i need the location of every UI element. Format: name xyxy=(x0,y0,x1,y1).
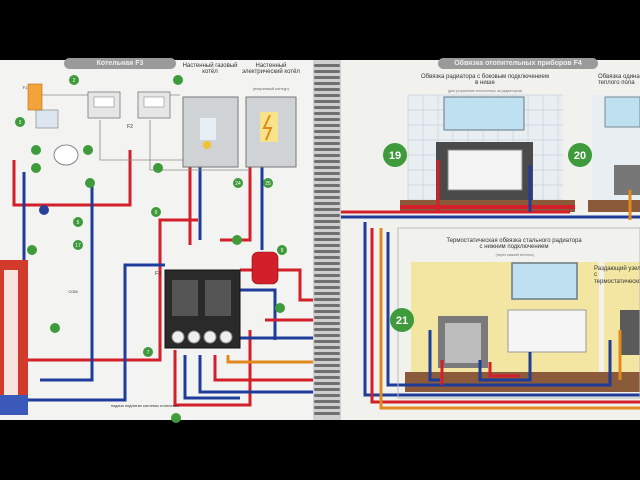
binding-ring xyxy=(314,238,340,241)
binding-ring xyxy=(314,88,340,91)
callout-6: 6 xyxy=(155,210,158,216)
binding-ring xyxy=(314,388,340,391)
binding-ring xyxy=(314,118,340,121)
spiral-binding xyxy=(313,60,341,420)
binding-ring xyxy=(314,358,340,361)
binding-ring xyxy=(314,142,340,145)
binding-ring xyxy=(314,202,340,205)
binding-ring xyxy=(314,208,340,211)
electric-boiler-title: Настенный электрический котёл xyxy=(242,63,300,76)
binding-ring xyxy=(314,124,340,127)
scene-number-19: 19 xyxy=(389,150,401,162)
binding-ring xyxy=(314,178,340,181)
binding-ring xyxy=(314,310,340,313)
left-page xyxy=(0,60,318,423)
binding-ring xyxy=(314,292,340,295)
callout-25: 25 xyxy=(265,181,271,187)
binding-ring xyxy=(314,82,340,85)
binding-ring xyxy=(314,286,340,289)
right-page xyxy=(341,60,640,420)
scene-22-title: Раздающий узел с термостатической xyxy=(594,266,640,285)
binding-ring xyxy=(314,346,340,349)
binding-ring xyxy=(314,160,340,163)
binding-ring xyxy=(314,256,340,259)
binding-ring xyxy=(314,304,340,307)
binding-ring xyxy=(314,400,340,403)
binding-ring xyxy=(314,250,340,253)
callout-5: 5 xyxy=(77,220,80,226)
binding-ring xyxy=(314,352,340,355)
binding-ring xyxy=(314,298,340,301)
right-page-header: Обвязка отопительных приборов F4 xyxy=(438,58,598,69)
scene-21-note: (через нижний вентиль) xyxy=(495,253,535,257)
binding-ring xyxy=(314,220,340,223)
scene-19-note: (для устранения теплопотерь за радиаторо… xyxy=(447,89,523,93)
scene-badge-21: 21 xyxy=(390,308,414,332)
binding-ring xyxy=(314,226,340,229)
binding-ring xyxy=(314,136,340,139)
scene-number-21: 21 xyxy=(396,315,408,327)
binding-ring xyxy=(314,130,340,133)
binding-ring xyxy=(314,382,340,385)
bottom-caption: подача подпитки системы отопления xyxy=(110,403,180,408)
binding-ring xyxy=(314,412,340,415)
binding-ring xyxy=(314,328,340,331)
binding-ring xyxy=(314,406,340,409)
tile-wall-20 xyxy=(592,95,640,205)
scene-19-title: Обвязка радиатора с боковым подключением… xyxy=(421,74,549,87)
binding-ring xyxy=(314,64,340,67)
callout-2: 2 xyxy=(73,78,76,84)
binding-ring xyxy=(314,334,340,337)
binding-ring xyxy=(314,232,340,235)
callout-17: 17 xyxy=(75,243,81,249)
scene-badge-19: 19 xyxy=(383,143,407,167)
tag-com: СОМ xyxy=(68,289,78,294)
callout-3: 3 xyxy=(19,120,22,126)
callout-9: 9 xyxy=(281,248,284,254)
binding-ring xyxy=(314,376,340,379)
binding-ring xyxy=(314,394,340,397)
binding-ring xyxy=(314,112,340,115)
electric-boiler-subtitle: (вторичный контур) xyxy=(253,86,289,91)
binding-ring xyxy=(314,322,340,325)
binding-ring xyxy=(314,280,340,283)
binding-ring xyxy=(314,268,340,271)
tag-f2: F2 xyxy=(127,124,133,130)
binding-ring xyxy=(314,340,340,343)
left-page-header: Котельная F3 xyxy=(64,58,176,69)
binding-ring xyxy=(314,274,340,277)
gas-boiler-title: Настенный газовый котёл xyxy=(182,63,238,76)
binding-ring xyxy=(314,196,340,199)
binding-ring xyxy=(314,148,340,151)
binding-ring xyxy=(314,316,340,319)
binding-ring xyxy=(314,94,340,97)
binding-ring xyxy=(314,106,340,109)
binding-ring xyxy=(314,190,340,193)
tag-f3: F3 xyxy=(155,271,161,277)
binding-ring xyxy=(314,184,340,187)
binding-ring xyxy=(314,364,340,367)
callout-24: 24 xyxy=(235,181,241,187)
binding-ring xyxy=(314,154,340,157)
scene-badge-20: 20 xyxy=(568,143,592,167)
binding-ring xyxy=(314,100,340,103)
binding-ring xyxy=(314,172,340,175)
binding-ring xyxy=(314,214,340,217)
binding-ring xyxy=(314,166,340,169)
tag-f1: F1 xyxy=(22,85,28,90)
scene-number-20: 20 xyxy=(574,150,586,162)
binding-ring xyxy=(314,76,340,79)
binding-ring xyxy=(314,370,340,373)
binding-ring xyxy=(314,262,340,265)
callout-7: 7 xyxy=(147,350,150,356)
scene-21-title: Термостатическая обвязка стального радиа… xyxy=(446,238,582,251)
scene-20-title: Обвязка одинарного теплого пола xyxy=(598,74,640,87)
binding-ring xyxy=(314,244,340,247)
binding-ring xyxy=(314,70,340,73)
tile-wall-19 xyxy=(407,94,563,205)
